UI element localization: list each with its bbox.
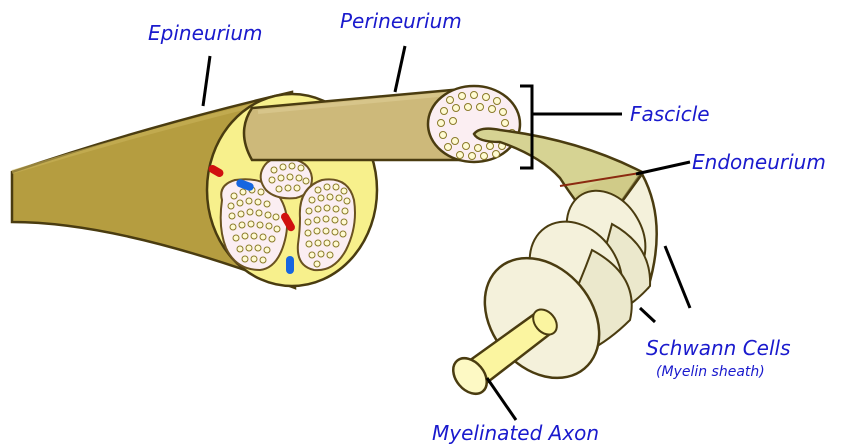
schwann-leader-1 bbox=[665, 246, 690, 308]
schwann-cells-label: Schwann Cells bbox=[646, 336, 791, 360]
schwann-leader-2 bbox=[640, 308, 655, 322]
myelin-sheath-label: (Myelin sheath) bbox=[656, 364, 765, 380]
perineurium-leader bbox=[395, 46, 405, 92]
axon-leader bbox=[487, 378, 516, 420]
endoneurium-leader bbox=[636, 162, 690, 174]
endoneurium-label: Endoneurium bbox=[692, 150, 826, 174]
vein-mark bbox=[286, 256, 294, 274]
fascicle-label: Fascicle bbox=[630, 102, 710, 126]
epineurium-label: Epineurium bbox=[148, 21, 262, 45]
myelinated-axon-label: Myelinated Axon bbox=[432, 421, 599, 444]
epineurium-leader bbox=[203, 56, 210, 106]
perineurium-label: Perineurium bbox=[340, 9, 462, 33]
